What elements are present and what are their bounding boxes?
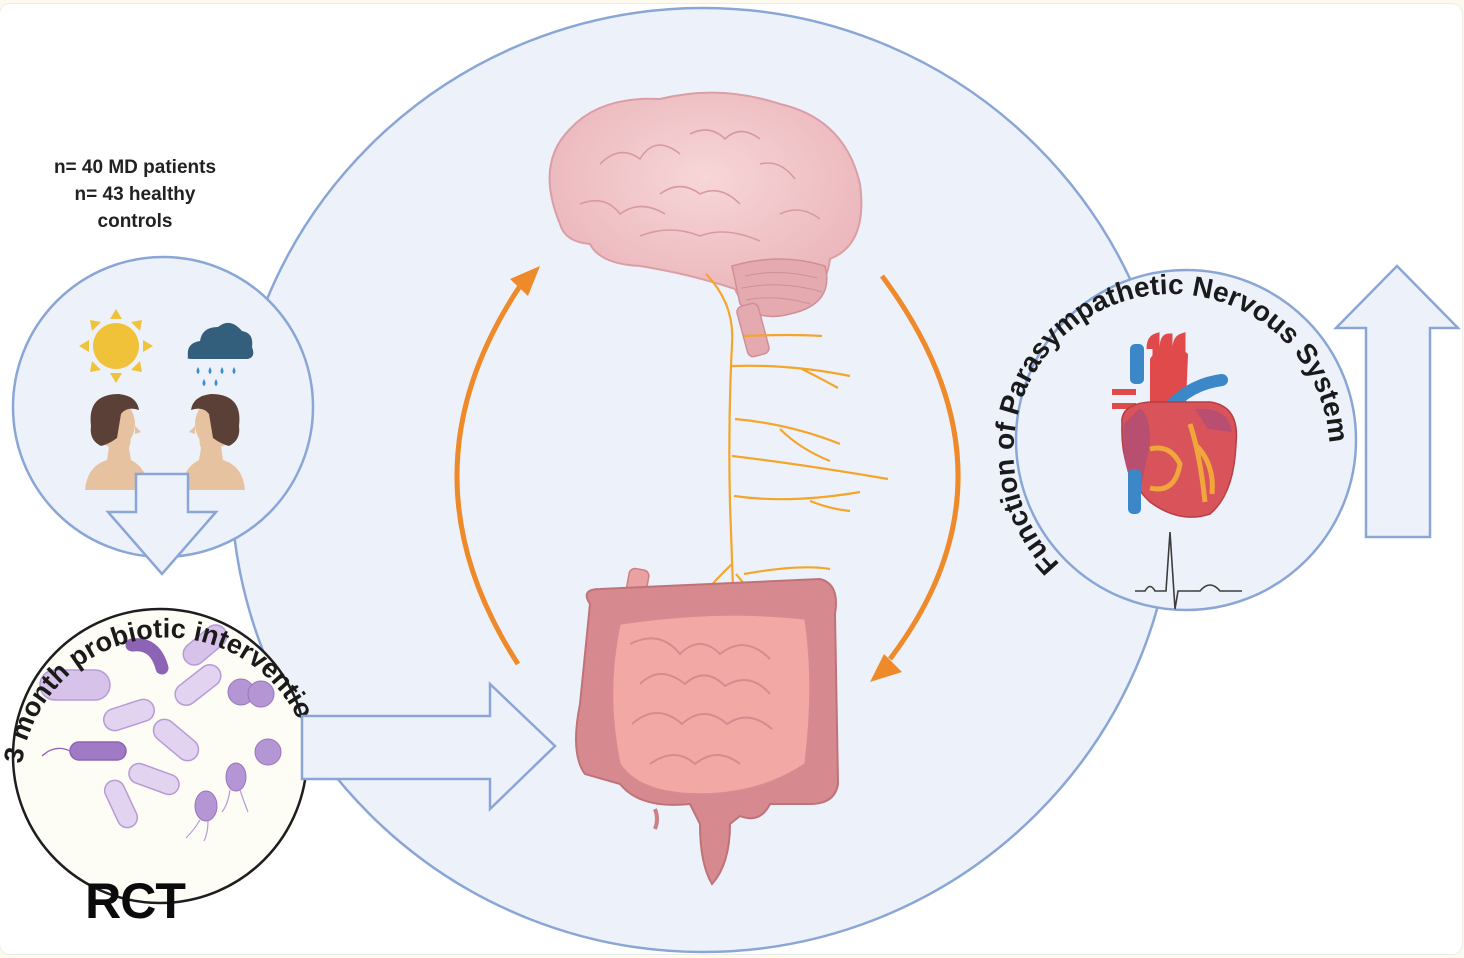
person-profile-icon	[181, 394, 245, 490]
cohort-text: n= 40 MD patients n= 43 healthy controls	[20, 154, 250, 235]
cohort-controls: n= 43 healthy	[74, 184, 196, 205]
diagram-canvas: 3 month probiotic intervention	[0, 4, 1461, 954]
bacteria-icon	[39, 624, 282, 842]
intestines-icon	[575, 567, 840, 886]
ecg-trace-icon	[1135, 531, 1242, 610]
curved-arrow-down-icon	[870, 274, 961, 682]
curved-arrow-up-icon	[454, 266, 540, 666]
arrow-right-icon	[300, 681, 557, 812]
sun-icon	[79, 309, 153, 383]
cohort-patients: n= 40 MD patients	[53, 157, 217, 178]
arrow-up-icon	[1333, 264, 1461, 539]
figure-card: 3 month probiotic intervention	[0, 4, 1462, 954]
rain-cloud-icon	[187, 322, 254, 386]
study-type-label: RCT	[85, 873, 186, 929]
brain-icon	[548, 91, 863, 358]
person-profile-icon	[85, 394, 149, 490]
arrow-down-icon	[105, 472, 219, 576]
cohort-controls-cont: controls	[97, 211, 173, 232]
heart-icon	[1112, 332, 1238, 518]
